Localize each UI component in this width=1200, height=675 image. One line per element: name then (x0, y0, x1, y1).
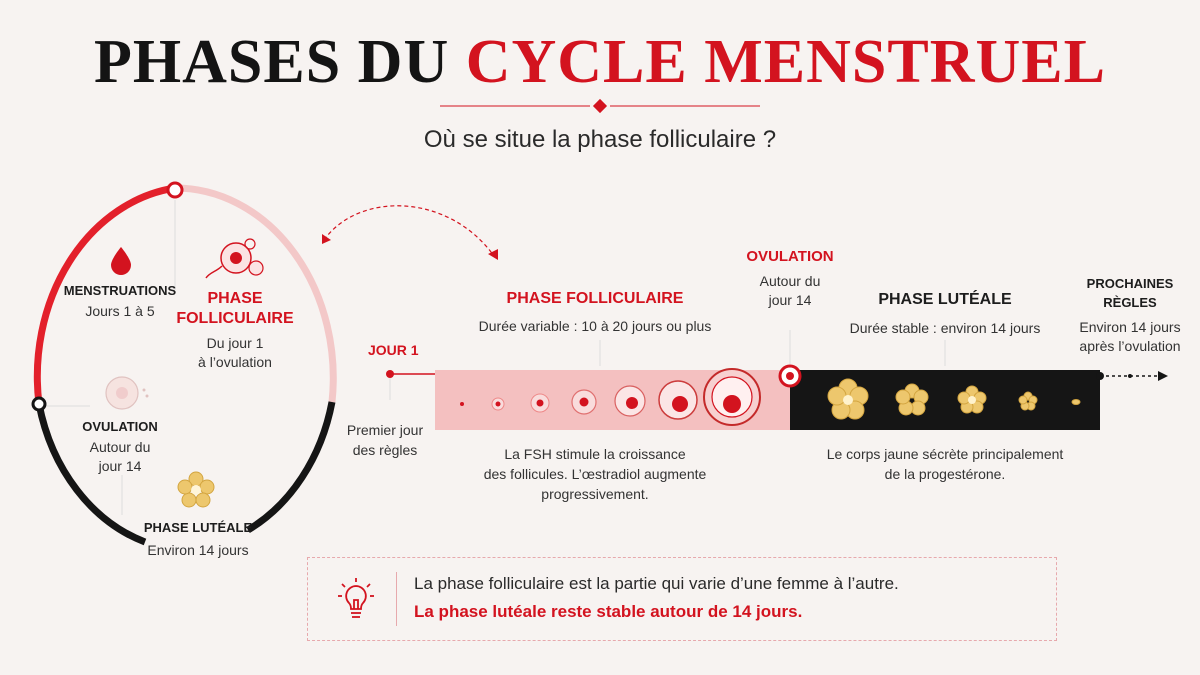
arc-folliculaire (174, 184, 337, 403)
folliculaire-title1: PHASE (207, 290, 263, 307)
follicle-cells-icon (205, 238, 264, 279)
marker-top (166, 181, 184, 199)
prochaines-title2: RÈGLES (1103, 295, 1157, 310)
blood-drop-icon (111, 247, 131, 275)
luteale-title: PHASE LUTÉALE (143, 520, 253, 535)
page-title: PHASES DU CYCLE MENSTRUEL (0, 22, 1200, 102)
timeline-ovulation-desc2: jour 14 (768, 292, 812, 308)
ovulation-desc1: Autour du (89, 439, 151, 455)
title-part1: PHASES DU (93, 28, 450, 96)
tip-divider (396, 572, 397, 626)
tip-box (307, 557, 1057, 641)
arc-menstruation (33, 184, 176, 405)
arc-luteale (246, 401, 336, 534)
ovum-icon (105, 376, 149, 410)
menstruations-title: MENSTRUATIONS (63, 283, 177, 298)
title-part2: CYCLE MENSTRUEL (465, 28, 1107, 96)
tip-line2: La phase lutéale reste stable autour de … (414, 602, 803, 621)
prochaines-desc1: Environ 14 jours (1079, 319, 1181, 335)
jour1-title: JOUR 1 (368, 342, 419, 358)
timeline-folliculaire-duration: Durée variable : 10 à 20 jours ou plus (478, 318, 712, 334)
timeline-luteale-title: PHASE LUTÉALE (878, 291, 1012, 308)
connector-arrow (322, 205, 498, 260)
timeline-ovulation-title: OVULATION (746, 248, 834, 265)
jour1-desc2: des règles (352, 442, 418, 458)
ovulation-title: OVULATION (82, 419, 158, 434)
title-divider (440, 98, 760, 114)
timeline-folliculaire-desc3: progressivement. (541, 486, 649, 502)
menstruations-days: Jours 1 à 5 (85, 303, 155, 319)
corpus-luteum-series (827, 378, 1081, 420)
follicle-series (460, 368, 761, 426)
timeline-ovulation-desc1: Autour du (759, 273, 821, 289)
ovulation-desc2: jour 14 (98, 458, 142, 474)
marker-left (31, 396, 47, 412)
lightbulb-icon (338, 578, 374, 618)
subtitle: Où se situe la phase folliculaire ? (423, 126, 777, 153)
timeline-luteale-desc2: de la progestérone. (884, 466, 1006, 482)
timeline-folliculaire-desc1: La FSH stimule la croissance (504, 446, 686, 462)
arc-ovulation (35, 403, 147, 546)
timeline-luteale-duration: Durée stable : environ 14 jours (849, 320, 1041, 336)
timeline-luteale-desc1: Le corps jaune sécrète principalement (826, 446, 1064, 462)
timeline (386, 330, 1168, 430)
tip-line1: La phase folliculaire est la partie qui … (414, 574, 899, 593)
folliculaire-desc2: à l’ovulation (198, 354, 272, 370)
prochaines-desc2: après l’ovulation (1079, 338, 1181, 354)
cycle-wheel (31, 181, 337, 546)
luteale-desc: Environ 14 jours (147, 542, 249, 558)
folliculaire-title2: FOLLICULAIRE (176, 310, 294, 327)
folliculaire-desc1: Du jour 1 (206, 335, 264, 351)
timeline-folliculaire-title: PHASE FOLLICULAIRE (506, 290, 684, 307)
marker-jour1 (386, 370, 394, 378)
corpus-luteum-icon (177, 471, 215, 508)
jour1-desc1: Premier jour (346, 422, 424, 438)
prochaines-title1: PROCHAINES (1086, 276, 1174, 291)
timeline-folliculaire-desc2: des follicules. L’œstradiol augmente (483, 466, 707, 482)
